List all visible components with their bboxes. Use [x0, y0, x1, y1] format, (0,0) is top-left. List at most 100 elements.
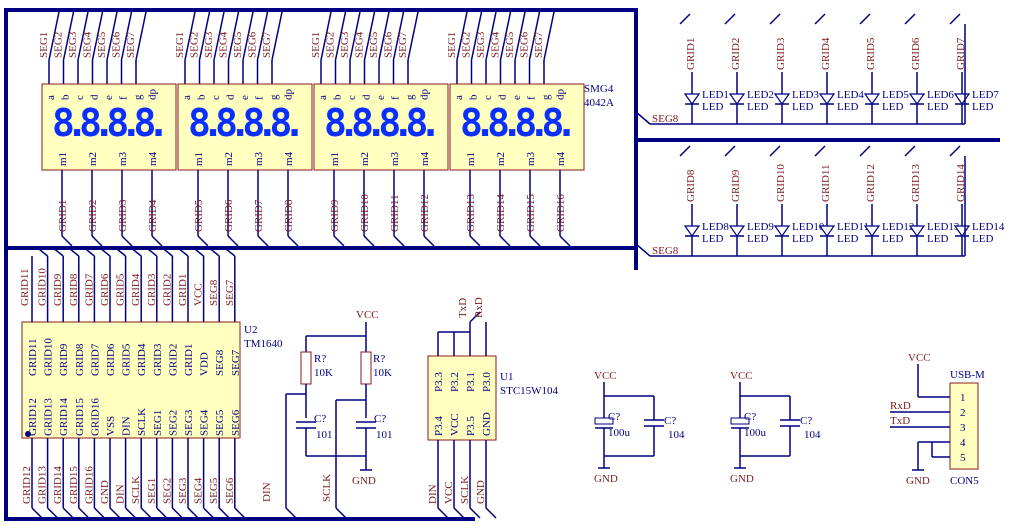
r1-ref: R? [314, 353, 326, 365]
grid-net-label: GRID14 [955, 164, 967, 202]
gnd-label: GND [594, 473, 618, 485]
led-ref: LED7 [972, 89, 999, 101]
display-name: SMG4 [584, 83, 614, 95]
r2-value: 10K [373, 367, 392, 379]
vcc-label: VCC [594, 370, 617, 382]
led-value: LED [882, 233, 903, 245]
bus-entry [61, 235, 73, 247]
grid-net-label: GRID3 [117, 199, 129, 232]
bus-entry [208, 247, 220, 257]
led-value: LED [972, 101, 993, 113]
bus-entry [224, 247, 236, 257]
bus-entry [99, 247, 111, 257]
grid-net-label: GRID6 [910, 37, 922, 70]
tm1640-top-net: SEG7 [224, 279, 236, 306]
grid-net-label: GRID9 [730, 169, 742, 202]
bus-entry [31, 507, 43, 519]
bus-entry [83, 247, 95, 257]
cap1-value: 100u [744, 427, 767, 439]
grid-net-label: GRID12 [419, 194, 431, 232]
tm1640-top-pin: GRID8 [74, 343, 86, 376]
bus-entry [528, 11, 541, 61]
tm1640-bottom-pin: SEG4 [199, 409, 211, 436]
segment-pin-label: c [210, 95, 222, 100]
led-value: LED [837, 101, 858, 113]
sclk-net-label: SCLK [321, 474, 333, 502]
grid-net-label: GRID11 [820, 165, 832, 202]
digit-pin-label: m4 [555, 151, 567, 166]
bus-entry [679, 145, 691, 157]
tm1640-bottom-net: SEG4 [193, 477, 205, 504]
tm1640-bottom-net: SCLK [130, 476, 142, 504]
grid-net-label: GRID3 [775, 37, 787, 70]
tm1640-bottom-net: DIN [115, 484, 127, 504]
bus-entry [529, 235, 541, 247]
gnd-label: GND [906, 475, 930, 487]
c2-value: 101 [376, 429, 393, 441]
tm1640-top-pin: VDD [199, 352, 211, 376]
tm1640-top-net: GRID7 [83, 273, 95, 306]
bus-entry [378, 11, 390, 61]
bus-entry [724, 13, 736, 25]
mcu-body [427, 355, 497, 441]
segment-pin-label: b [196, 94, 208, 100]
led-symbol [728, 93, 746, 106]
led-ref: LED5 [882, 89, 909, 101]
led-ref: LED4 [837, 89, 864, 101]
tm1640-top-net: SEG8 [208, 279, 220, 306]
bus-entry [77, 11, 89, 61]
tm1640-body [21, 321, 241, 439]
segment-pin-label: b [468, 94, 480, 100]
bus-entry [242, 11, 254, 61]
led-value: LED [972, 233, 993, 245]
led-ref: LED10 [792, 221, 825, 233]
bus-entry [48, 11, 60, 61]
bus-entry [287, 235, 299, 247]
tm1640-top-pin: GRID11 [27, 339, 39, 376]
usb-pin-number: 5 [960, 452, 966, 464]
segment-pin-label: f [390, 96, 402, 100]
tm1640-bottom-pin: SEG5 [214, 409, 226, 436]
tm1640-bottom-net: GRID12 [21, 466, 33, 504]
led-value: LED [927, 233, 948, 245]
led-ref: LED2 [747, 89, 774, 101]
led-symbol [818, 225, 836, 238]
bus-entry [62, 507, 74, 519]
bus-entry [146, 247, 158, 257]
led-ref: LED1 [702, 89, 729, 101]
bus-entry [256, 11, 269, 61]
digit-readout: 8.8.8.8. [52, 101, 170, 145]
mcu-top-pin: P3.3 [433, 372, 445, 392]
bus-entry [161, 247, 173, 257]
resistor-r1 [300, 351, 312, 385]
led-value: LED [792, 101, 813, 113]
seg-net-label: SEG1 [174, 32, 186, 58]
bus-entry [499, 235, 511, 247]
bus-entry [193, 247, 205, 257]
bus-entry [171, 507, 183, 519]
tm1640-top-pin: GRID7 [89, 343, 101, 376]
bus-entry [469, 311, 481, 323]
led-value: LED [837, 233, 858, 245]
bus-entry [285, 507, 297, 519]
digit-pin-label: m2 [223, 152, 235, 166]
segment-pin-label: b [60, 94, 72, 100]
tm1640-bottom-pin: VSS [105, 416, 117, 436]
led-value: LED [702, 101, 723, 113]
bus-entry [679, 13, 691, 25]
tm1640-bottom-net: SEG1 [146, 478, 158, 504]
grid-net-label: GRID13 [910, 164, 922, 202]
bus-entry [125, 507, 137, 519]
mcu-bottom-pin: VCC [449, 413, 461, 436]
seg-net-label: SEG6 [111, 31, 123, 58]
bus-entry [635, 243, 651, 257]
bus-entry [470, 11, 483, 61]
tm1640-bottom-pin: SCLK [136, 408, 148, 436]
grid-net-label: GRID15 [525, 194, 537, 232]
led-rows: GRID1LED1LEDGRID2LED2LEDGRID3LED3LEDGRID… [635, 13, 1005, 257]
tm1640-top-pin: GRID10 [43, 338, 55, 376]
segment-pin-label: g [540, 94, 552, 100]
